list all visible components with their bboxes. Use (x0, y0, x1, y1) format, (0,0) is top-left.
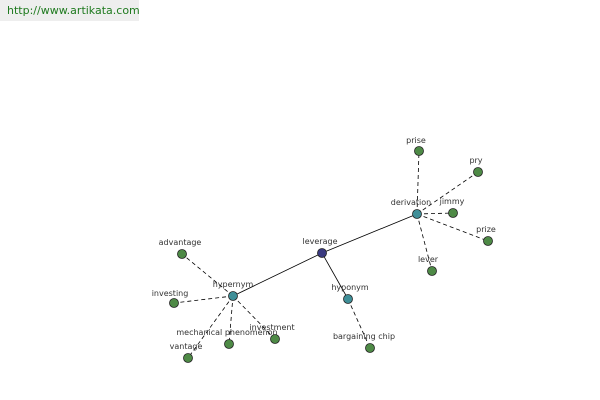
edge-hypernym-investment (232, 295, 276, 340)
label-prize: prize (476, 225, 496, 234)
node-investment[interactable] (270, 334, 280, 344)
edge-leverage-hypernym (232, 252, 323, 297)
label-leverage: leverage (303, 237, 338, 246)
edge-derivation-prise (416, 150, 420, 215)
label-pry: pry (469, 156, 482, 165)
edges-layer (173, 150, 489, 359)
edge-leverage-hyponym (321, 252, 349, 300)
edge-derivation-pry (416, 171, 479, 215)
labels-layer: leverage hypernym hyponym derivation advanta… (152, 136, 496, 351)
node-bargaining-chip[interactable] (365, 343, 375, 353)
edge-derivation-jimmy (416, 212, 454, 215)
label-vantage: vantage (170, 342, 203, 351)
label-hyponym: hyponym (331, 283, 369, 292)
edge-hyponym-bargaining-chip (347, 298, 371, 349)
label-advantage: advantage (159, 238, 202, 247)
node-mechanical-phenomenon[interactable] (224, 339, 234, 349)
label-hypernym: hypernym (213, 280, 254, 289)
node-investing[interactable] (169, 298, 179, 308)
label-derivation: derivation (391, 198, 431, 207)
edge-hypernym-mechanical-phenomenon (228, 295, 234, 345)
url-link[interactable]: http://www.artikata.com (7, 4, 140, 17)
label-lever: lever (418, 255, 439, 264)
node-prize[interactable] (483, 236, 493, 246)
node-vantage[interactable] (183, 353, 193, 363)
node-hyponym[interactable] (343, 294, 353, 304)
nodes-layer (169, 146, 493, 363)
label-prise: prise (406, 136, 426, 145)
edge-derivation-prize (416, 213, 489, 242)
label-bargaining-chip: bargaining chip (333, 332, 395, 341)
edge-hypernym-investing (173, 295, 234, 304)
node-derivation[interactable] (412, 209, 422, 219)
node-advantage[interactable] (177, 249, 187, 259)
url-banner[interactable]: http://www.artikata.com (0, 0, 140, 21)
edge-derivation-lever (416, 213, 433, 272)
node-pry[interactable] (473, 167, 483, 177)
edge-hypernym-vantage (187, 295, 234, 359)
node-hypernym[interactable] (228, 291, 238, 301)
label-investment: investment (249, 323, 294, 332)
edge-hypernym-advantage (181, 253, 234, 297)
node-jimmy[interactable] (448, 208, 458, 218)
node-lever[interactable] (427, 266, 437, 276)
label-jimmy: jimmy (439, 197, 465, 206)
node-prise[interactable] (414, 146, 424, 156)
label-mechanical-phenomenon: mechanical phenomenon (176, 328, 277, 337)
node-leverage[interactable] (317, 248, 327, 258)
label-investing: investing (152, 289, 189, 298)
edge-leverage-derivation (321, 213, 418, 254)
